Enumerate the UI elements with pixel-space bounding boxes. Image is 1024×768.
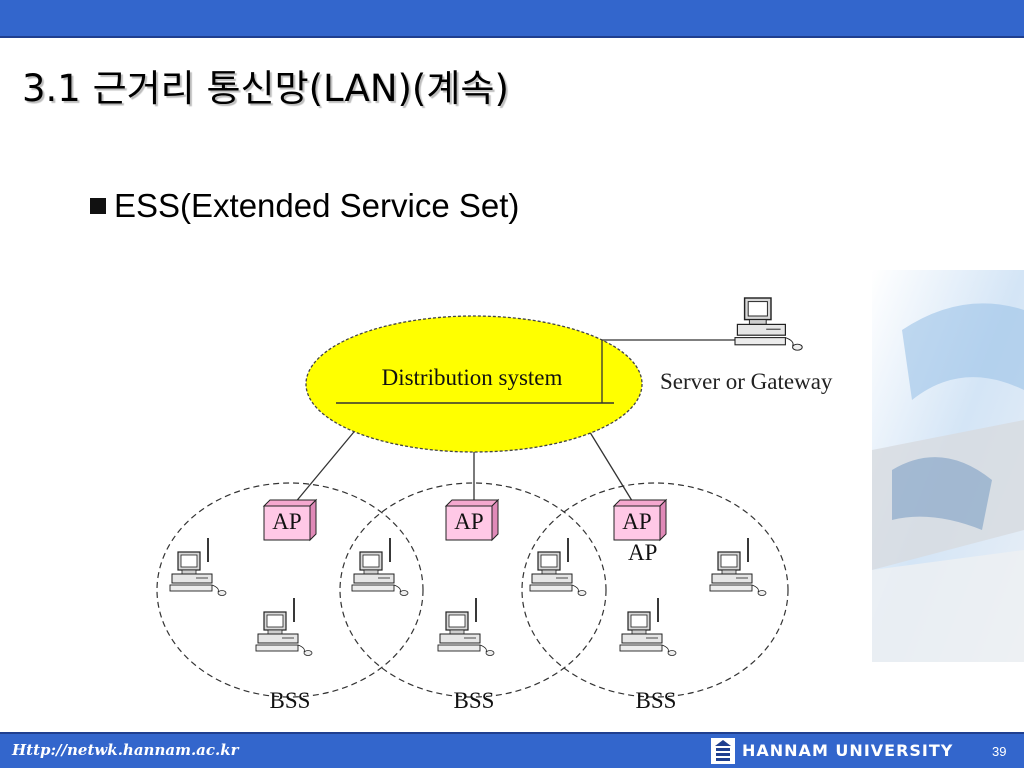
ap-label-2: AP	[454, 509, 483, 534]
server-gateway-label: Server or Gateway	[660, 369, 833, 394]
slide-title: 3.1 근거리 통신망(LAN)(계속)	[22, 67, 509, 110]
footer-bar	[0, 734, 1024, 768]
bss-label-1: BSS	[270, 688, 311, 713]
distribution-system-ellipse	[305, 315, 643, 453]
footer-url-link[interactable]: Http://netwk.hannam.ac.kr	[12, 741, 239, 759]
ap-label-3: AP	[622, 509, 651, 534]
decorative-background-image	[872, 270, 1024, 662]
university-name: HANNAM UNIVERSITY	[742, 741, 954, 760]
page-number: 39	[992, 744, 1007, 759]
distribution-system-label: Distribution system	[382, 365, 563, 390]
bullet-text: ESS(Extended Service Set)	[114, 187, 520, 224]
top-banner	[0, 0, 1024, 36]
bss-circle-2	[339, 482, 607, 698]
footer-divider	[0, 732, 1024, 734]
server-computer-icon	[734, 297, 803, 351]
bss-label-3: BSS	[636, 688, 677, 713]
top-divider	[0, 36, 1024, 38]
bss-label-2: BSS	[454, 688, 495, 713]
wireless-station-icon	[438, 598, 494, 656]
ap-label-1: AP	[272, 509, 301, 534]
wireless-station-icon	[256, 598, 312, 656]
wireless-station-icon	[530, 538, 586, 596]
wireless-station-icon	[170, 538, 226, 596]
wireless-station-icon	[710, 538, 766, 596]
bss-circle-1	[156, 482, 424, 698]
university-logo-icon	[711, 738, 735, 764]
bullet-item: ESS(Extended Service Set)	[90, 187, 519, 225]
wireless-station-icon	[620, 598, 676, 656]
ap-caption: AP	[628, 540, 657, 565]
bss-circle-3	[521, 482, 789, 698]
square-bullet-icon	[90, 198, 106, 214]
wireless-station-icon	[352, 538, 408, 596]
